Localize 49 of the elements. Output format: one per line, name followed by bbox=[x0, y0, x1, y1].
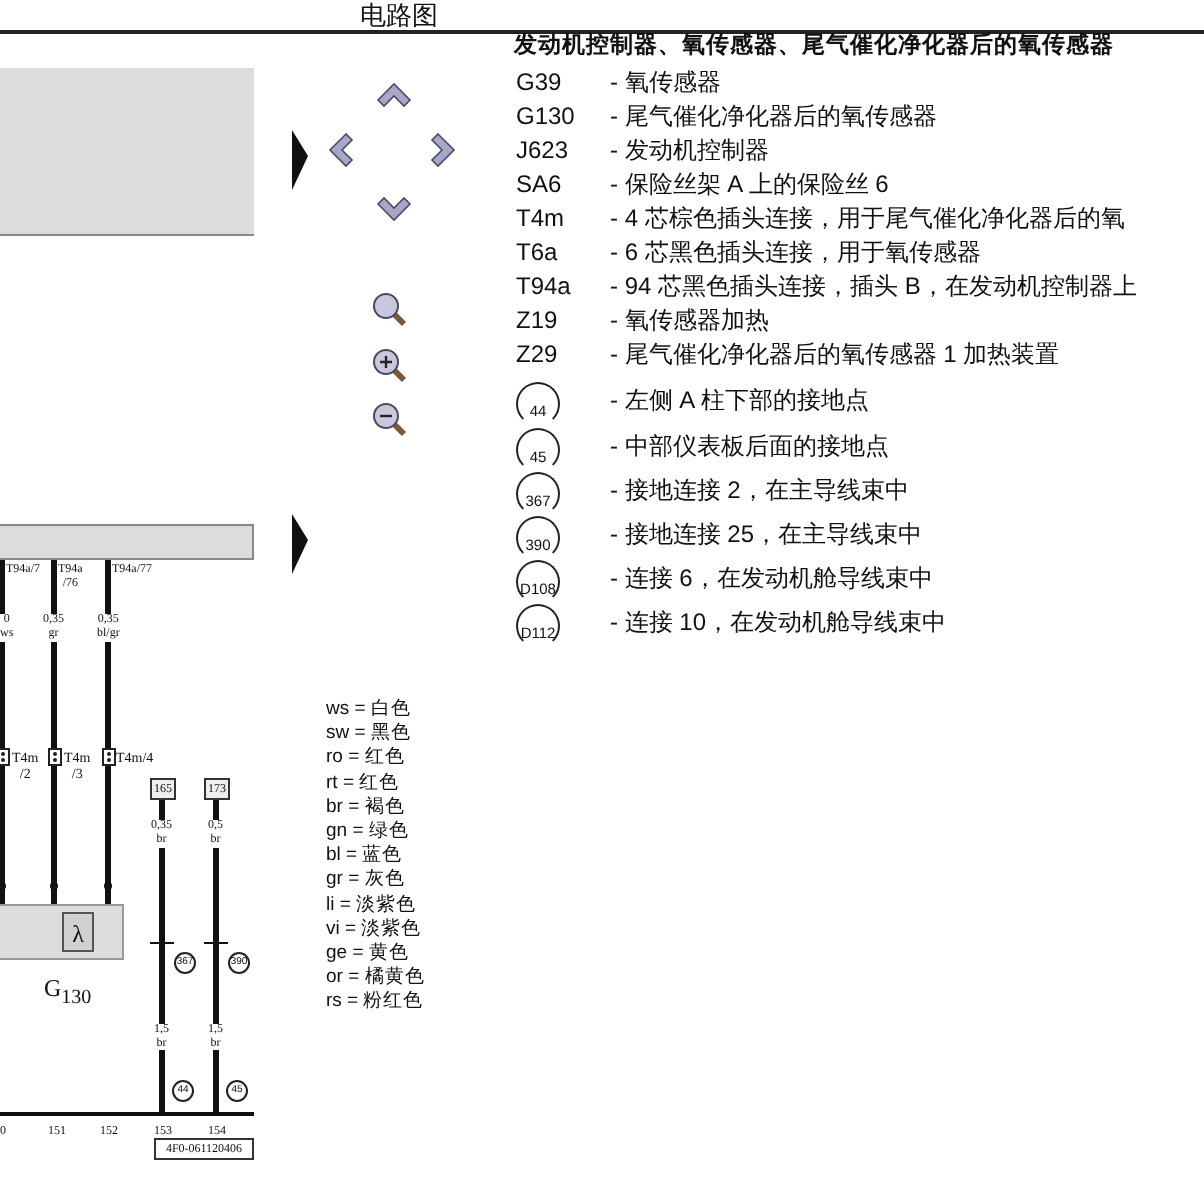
color-code: gn = 绿色 bbox=[326, 822, 409, 843]
color-code: ro = 红色 bbox=[326, 748, 405, 770]
wire bbox=[159, 800, 165, 1112]
wire bbox=[51, 560, 57, 904]
component-label: G$_{130}$ bbox=[44, 974, 92, 1009]
color-code: or = 橘黄色 bbox=[326, 968, 425, 990]
component-code: T94a bbox=[516, 274, 571, 301]
component-code: Z29 bbox=[516, 342, 558, 369]
legend-description: - 中部仪表板后面的接地点 bbox=[610, 434, 889, 461]
component-description: - 发动机控制器 bbox=[610, 138, 769, 165]
component-description: - 氧传感器 bbox=[610, 70, 721, 97]
wire bbox=[213, 800, 219, 1112]
component-code: Z19 bbox=[516, 308, 558, 335]
legend-description: - 连接 10，在发动机舱导线束中 bbox=[610, 610, 947, 637]
page-heading: 电路图 bbox=[360, 2, 438, 31]
color-code: sw = 黑色 bbox=[326, 724, 411, 746]
wire bbox=[105, 560, 111, 904]
color-code: bl = 蓝色 bbox=[326, 846, 403, 868]
component-code: T6a bbox=[516, 240, 558, 267]
lambda-symbol-box: λ bbox=[62, 912, 94, 952]
color-code: rt = 红色 bbox=[326, 773, 400, 795]
component-description: - 尾气催化净化器后的氧传感器 bbox=[610, 104, 937, 131]
legend-description: - 接地连接 25，在主导线束中 bbox=[610, 522, 923, 549]
ground-line bbox=[0, 1112, 254, 1116]
color-code: li = 淡紫色 bbox=[326, 895, 417, 917]
legend-description: - 接地连接 2，在主导线束中 bbox=[610, 478, 909, 505]
component-code: G39 bbox=[516, 70, 562, 97]
component-description: - 保险丝架 A 上的保险丝 6 bbox=[610, 172, 889, 199]
color-code: gr = 灰色 bbox=[326, 870, 405, 892]
color-code: br = 褐色 bbox=[326, 797, 405, 819]
component-description: - 6 芯黑色插头连接，用于氧传感器 bbox=[610, 240, 981, 267]
legend-description: - 连接 6，在发动机舱导线束中 bbox=[610, 566, 933, 593]
component-description: - 氧传感器加热 bbox=[610, 308, 769, 335]
color-code: ge = 黄色 bbox=[326, 944, 409, 965]
wire bbox=[0, 560, 5, 904]
component-code: SA6 bbox=[516, 172, 562, 199]
component-description: - 94 芯黑色插头连接，插头 B，在发动机控制器上 bbox=[610, 274, 1137, 301]
component-panel bbox=[0, 68, 254, 236]
component-description: - 4 芯棕色插头连接，用于尾气催化净化器后的氧 bbox=[610, 206, 1125, 233]
color-code: ws = 白色 bbox=[326, 700, 411, 721]
list-heading: 发动机控制器、氧传感器、尾气催化净化器后的氧传感器 bbox=[514, 34, 1114, 60]
component-code: G130 bbox=[516, 104, 575, 131]
color-code: vi = 淡紫色 bbox=[326, 919, 422, 941]
component-description: - 尾气催化净化器后的氧传感器 1 加热装置 bbox=[610, 342, 1060, 369]
legend-description: - 左侧 A 柱下部的接地点 bbox=[610, 388, 869, 415]
component-code: T4m bbox=[516, 206, 564, 233]
control-unit-bar bbox=[0, 524, 254, 560]
component-code: J623 bbox=[516, 138, 569, 165]
color-code: rs = 粉红色 bbox=[326, 992, 424, 1014]
